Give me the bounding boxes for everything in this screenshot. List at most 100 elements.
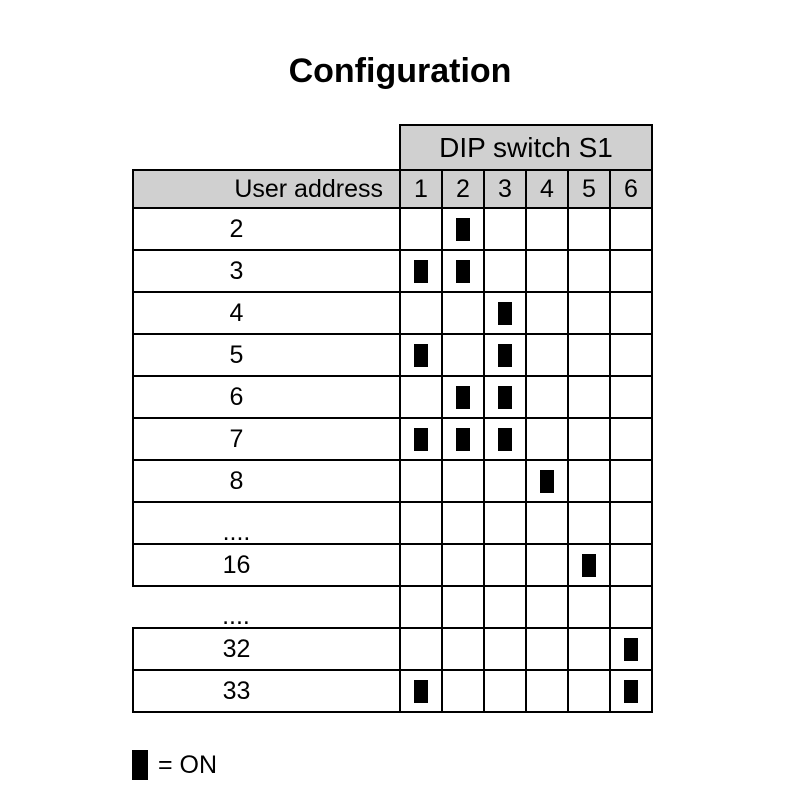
switch-cell-1[interactable] [399,249,443,293]
switch-cell-2[interactable] [441,333,485,377]
switch-cell-4[interactable] [525,585,569,629]
configuration-table-wrapper: DIP switch S1 User address 1 2 3 4 5 6 2… [132,124,653,713]
switch-cell-1[interactable] [399,207,443,251]
switch-cell-1[interactable] [399,543,443,587]
switch-cell-4[interactable] [525,333,569,377]
switch-cell-1[interactable] [399,375,443,419]
on-marker-icon [582,553,596,577]
switch-cell-5[interactable] [567,669,611,713]
switch-cell-2[interactable] [441,375,485,419]
switch-cell-5[interactable] [567,459,611,503]
switch-cell-5[interactable] [567,375,611,419]
switch-cell-3[interactable] [483,459,527,503]
switch-cell-2[interactable] [441,459,485,503]
page-title: Configuration [288,52,512,90]
on-marker-icon [132,750,148,780]
switch-cell-2[interactable] [441,501,485,545]
switch-cell-6[interactable] [609,543,653,587]
switch-cell-3[interactable] [483,669,527,713]
user-address-cell: 2 [132,207,401,251]
switch-cell-4[interactable] [525,207,569,251]
switch-cell-5[interactable] [567,627,611,671]
dip-switch-group-header: DIP switch S1 [399,124,653,171]
switch-cell-1[interactable] [399,669,443,713]
switch-cell-2[interactable] [441,669,485,713]
switch-cell-1[interactable] [399,291,443,335]
on-marker-icon [456,427,470,451]
switch-cell-3[interactable] [483,543,527,587]
switch-cell-6[interactable] [609,501,653,545]
switch-cell-1[interactable] [399,501,443,545]
switch-cell-3[interactable] [483,375,527,419]
switch-cell-3[interactable] [483,417,527,461]
switch-cell-3[interactable] [483,291,527,335]
user-address-cell: 4 [132,291,401,335]
switch-cell-4[interactable] [525,249,569,293]
dip-switch-group-header-row: DIP switch S1 [133,124,653,171]
switch-cell-2[interactable] [441,207,485,251]
switch-cell-5[interactable] [567,291,611,335]
switch-cell-1[interactable] [399,585,443,629]
switch-cell-6[interactable] [609,375,653,419]
switch-cell-2[interactable] [441,585,485,629]
switch-cell-4[interactable] [525,417,569,461]
on-marker-icon [498,385,512,409]
switch-cell-6[interactable] [609,291,653,335]
switch-cell-6[interactable] [609,249,653,293]
user-address-cell: 7 [132,417,401,461]
table-row: 2 [132,207,653,251]
switch-cell-1[interactable] [399,333,443,377]
switch-cell-4[interactable] [525,459,569,503]
switch-cell-6[interactable] [609,627,653,671]
switch-cell-3[interactable] [483,333,527,377]
switch-cell-2[interactable] [441,543,485,587]
switch-cell-1[interactable] [399,459,443,503]
switch-cell-3[interactable] [483,627,527,671]
legend: = ON [132,750,217,780]
switch-cell-6[interactable] [609,585,653,629]
user-address-cell: 33 [132,669,401,713]
switch-cell-2[interactable] [441,627,485,671]
on-marker-icon [456,217,470,241]
switch-cell-6[interactable] [609,417,653,461]
switch-cell-6[interactable] [609,207,653,251]
switch-cell-3[interactable] [483,501,527,545]
switch-cell-5[interactable] [567,333,611,377]
legend-label: = ON [158,750,218,779]
switch-cell-1[interactable] [399,627,443,671]
on-marker-icon [624,637,638,661]
table-header: DIP switch S1 User address 1 2 3 4 5 6 [132,124,653,209]
switch-cell-5[interactable] [567,501,611,545]
table-row: 5 [132,333,653,377]
on-marker-icon [624,679,638,703]
switch-cell-3[interactable] [483,585,527,629]
switch-cell-2[interactable] [441,417,485,461]
on-marker-icon [498,301,512,325]
switch-cell-5[interactable] [567,585,611,629]
switch-header-2: 2 [441,169,485,209]
switch-cell-2[interactable] [441,291,485,335]
switch-cell-5[interactable] [567,249,611,293]
switch-cell-4[interactable] [525,627,569,671]
on-marker-icon [414,679,428,703]
switch-cell-6[interactable] [609,669,653,713]
switch-cell-3[interactable] [483,207,527,251]
switch-cell-4[interactable] [525,669,569,713]
switch-cell-3[interactable] [483,249,527,293]
switch-cell-6[interactable] [609,333,653,377]
switch-cell-1[interactable] [399,417,443,461]
on-marker-icon [540,469,554,493]
table-row: 3 [132,249,653,293]
switch-cell-4[interactable] [525,501,569,545]
switch-cell-4[interactable] [525,543,569,587]
switch-cell-5[interactable] [567,417,611,461]
switch-cell-4[interactable] [525,375,569,419]
switch-cell-5[interactable] [567,207,611,251]
switch-cell-2[interactable] [441,249,485,293]
switch-cell-5[interactable] [567,543,611,587]
switch-cell-4[interactable] [525,291,569,335]
user-address-cell: 8 [132,459,401,503]
table-row: 8 [132,459,653,503]
switch-cell-6[interactable] [609,459,653,503]
